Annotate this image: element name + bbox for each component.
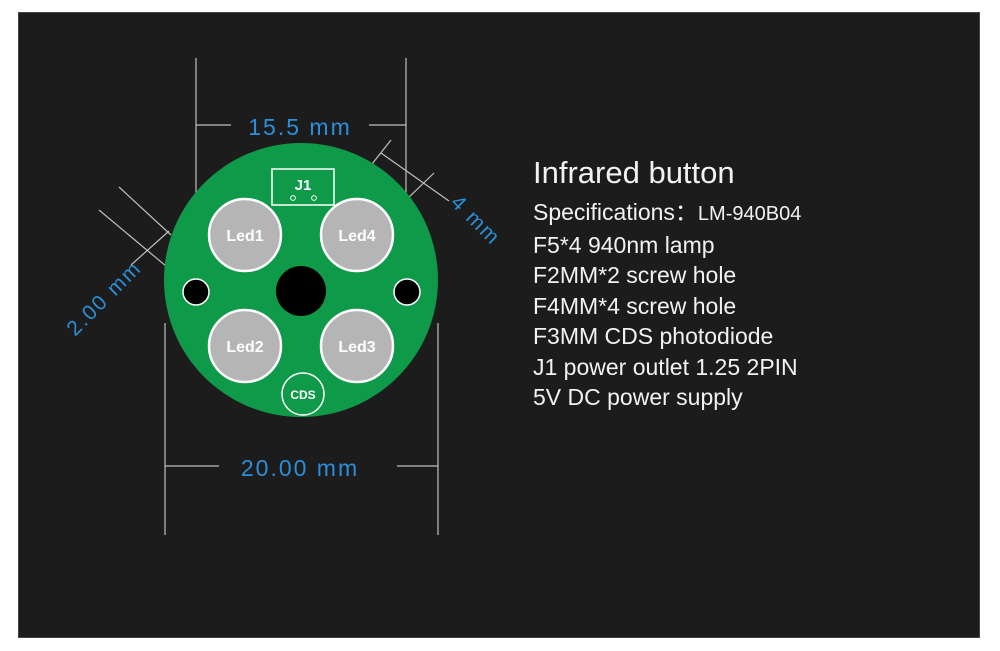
- pcb-diagram: 15.5 mm 20.00 mm 2.00 mm 4 mm J1 Led1 Le…: [62, 58, 505, 535]
- spec-screw-hole-4mm: F4MM*4 screw hole: [533, 292, 737, 319]
- dim-diagonal-left-inner: [118, 186, 172, 236]
- model-number: LM-940B04: [697, 203, 802, 225]
- led-label-1: Led1: [226, 228, 263, 245]
- led-label-3: Led3: [338, 339, 375, 356]
- diagram-frame: 15.5 mm 20.00 mm 2.00 mm 4 mm J1 Led1 Le…: [18, 12, 980, 638]
- j1-label: J1: [295, 177, 312, 194]
- led-pad-2: [207, 308, 283, 384]
- specification-model-line: Specifications：LM-940B04: [533, 197, 801, 230]
- center-hole: [276, 266, 326, 316]
- j1-pin-1: [290, 195, 296, 201]
- spec-power-supply: 5V DC power supply: [533, 384, 743, 410]
- dimension-top-label: 15.5 mm: [248, 114, 351, 140]
- spec-screw-hole-2mm: F2MM*2 screw hole: [533, 262, 737, 288]
- cds-label: CDS: [290, 388, 315, 402]
- screw-hole-left: [182, 278, 210, 306]
- dimension-left-label: 2.00 mm: [62, 256, 146, 340]
- spec-photodiode: F3MM CDS photodiode: [533, 323, 774, 349]
- led-label-2: Led2: [226, 339, 263, 356]
- dim-leader-right: [380, 152, 450, 202]
- dimension-bottom-label: 20.00 mm: [241, 455, 359, 481]
- led-pad-3: [319, 308, 395, 384]
- screw-hole-right: [393, 278, 421, 306]
- spec-lamp: F5*4 940nm lamp: [533, 231, 715, 258]
- led-pad-1: [207, 197, 283, 273]
- specifications-panel: Infrared button Specifications：LM-940B04…: [533, 153, 801, 413]
- j1-pin-2: [311, 195, 317, 201]
- product-title: Infrared button: [533, 155, 735, 190]
- led-pad-4: [319, 197, 395, 273]
- dim-leader-left: [130, 230, 170, 266]
- cds-sensor: [281, 372, 325, 416]
- j1-connector: [271, 168, 335, 206]
- led-label-4: Led4: [338, 228, 375, 245]
- dimension-right-label: 4 mm: [446, 191, 505, 250]
- specification-prefix: Specifications：: [533, 199, 698, 225]
- spec-power-outlet: J1 power outlet 1.25 2PIN: [533, 353, 798, 380]
